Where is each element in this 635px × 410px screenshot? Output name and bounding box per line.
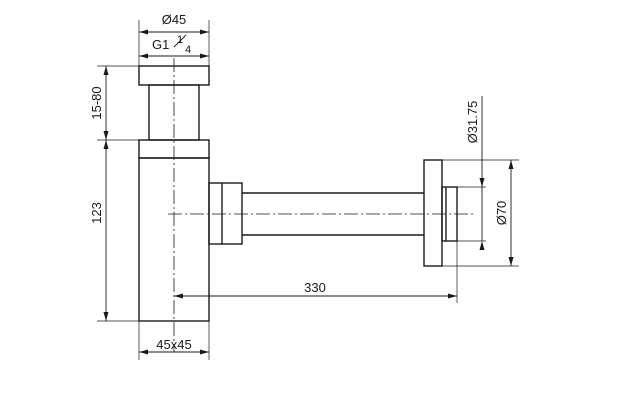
right-dimensions: [442, 96, 519, 267]
body-height-label: 123: [89, 202, 104, 224]
top-dimensions: [138, 20, 210, 66]
height-adjust-label: 15-80: [89, 86, 104, 119]
outlet-length-label: 330: [304, 280, 326, 295]
thread-label-prefix: G1: [152, 37, 169, 52]
outlet-length-dimension: [174, 241, 458, 303]
bottom-dimension: [138, 321, 210, 360]
thread-label-numerator: 1: [177, 34, 183, 46]
center-lines: [168, 58, 475, 352]
trap-body-parts: [138, 65, 458, 322]
body-section-label: 45x45: [156, 337, 191, 352]
pipe-diameter-label: Ø31.75: [465, 101, 480, 144]
top-diameter-label: Ø45: [162, 12, 187, 27]
outlet-nut: [208, 182, 243, 245]
flange-diameter-label: Ø70: [494, 201, 509, 226]
thread-label-denominator: 4: [185, 44, 191, 56]
left-dimensions: [97, 65, 139, 322]
wall-flange: [423, 159, 443, 267]
